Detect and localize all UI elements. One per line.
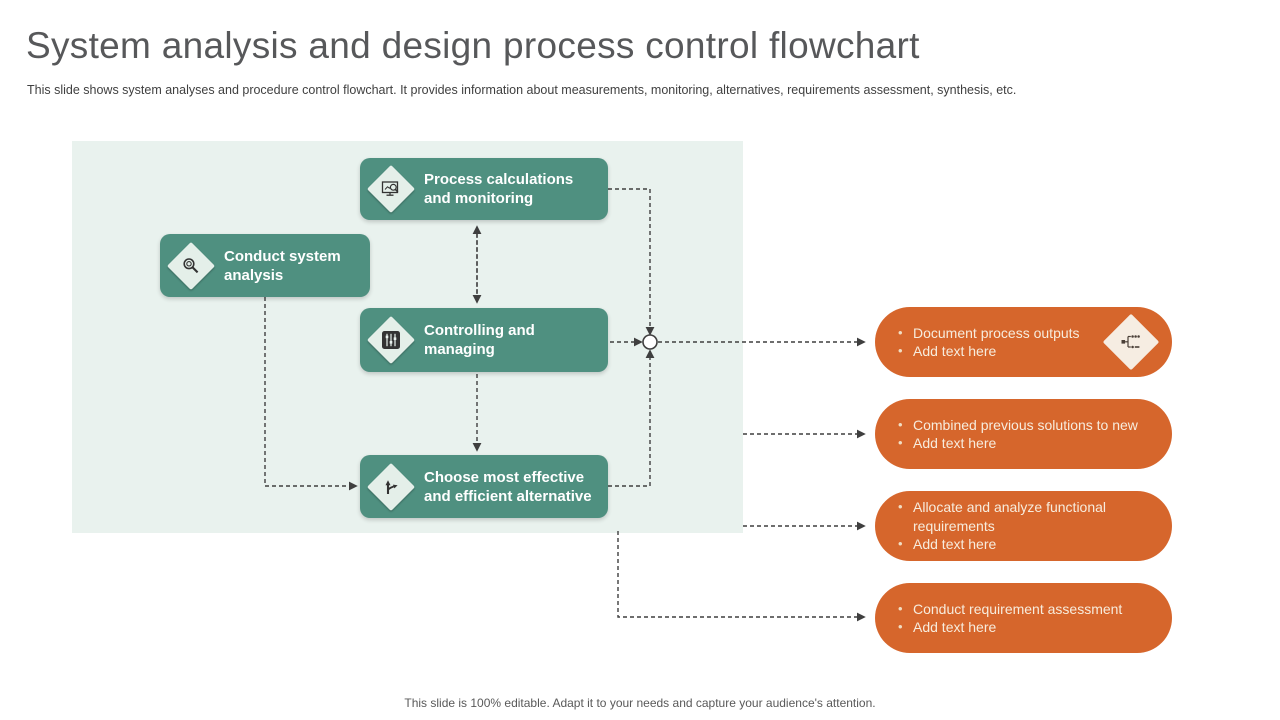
bullet-item: Combined previous solutions to new xyxy=(897,416,1157,435)
editable-note: This slide is 100% editable. Adapt it to… xyxy=(404,696,876,710)
bullet-item: Add text here xyxy=(897,618,1157,637)
output-conduct-requirement-assessment: Conduct requirement assessment Add text … xyxy=(875,583,1172,653)
bullet-item: Document process outputs xyxy=(897,324,1105,343)
bullet-item: Add text here xyxy=(897,535,1157,554)
node-label: Controlling and managing xyxy=(424,322,535,358)
bullet-item: Add text here xyxy=(897,342,1105,361)
page-title: System analysis and design process contr… xyxy=(26,25,920,66)
hierarchy-icon xyxy=(1102,313,1160,371)
monitor-magnifier-icon xyxy=(366,164,416,214)
sliders-icon xyxy=(366,315,416,365)
bullet-list: Conduct requirement assessment Add text … xyxy=(897,600,1157,637)
bullet-list: Document process outputs Add text here xyxy=(897,324,1105,361)
bullet-list: Allocate and analyze functional requirem… xyxy=(897,498,1157,554)
node-choose-alternative: Choose most effective and efficient alte… xyxy=(360,455,608,518)
magnifier-icon xyxy=(166,241,216,290)
bullet-list: Combined previous solutions to new Add t… xyxy=(897,416,1157,453)
node-label: Choose most effective and efficient alte… xyxy=(424,468,592,505)
node-label: Process calculations and monitoring xyxy=(424,171,574,207)
slide-subtitle: This slide shows system analyses and pro… xyxy=(27,83,1017,97)
node-process-calculations: Process calculations and monitoring xyxy=(360,158,608,220)
bullet-item: Add text here xyxy=(897,434,1157,453)
output-document-process-outputs: Document process outputs Add text here xyxy=(875,307,1172,377)
bullet-item: Allocate and analyze functional requirem… xyxy=(897,498,1157,535)
node-label: Conduct system analysis xyxy=(224,247,341,284)
bullet-item: Conduct requirement assessment xyxy=(897,600,1157,619)
node-controlling-managing: Controlling and managing xyxy=(360,308,608,372)
output-allocate-analyze-requirements: Allocate and analyze functional requirem… xyxy=(875,491,1172,561)
output-combined-previous-solutions: Combined previous solutions to new Add t… xyxy=(875,399,1172,469)
fork-arrow-icon xyxy=(366,462,416,511)
node-conduct-system-analysis: Conduct system analysis xyxy=(160,234,370,297)
